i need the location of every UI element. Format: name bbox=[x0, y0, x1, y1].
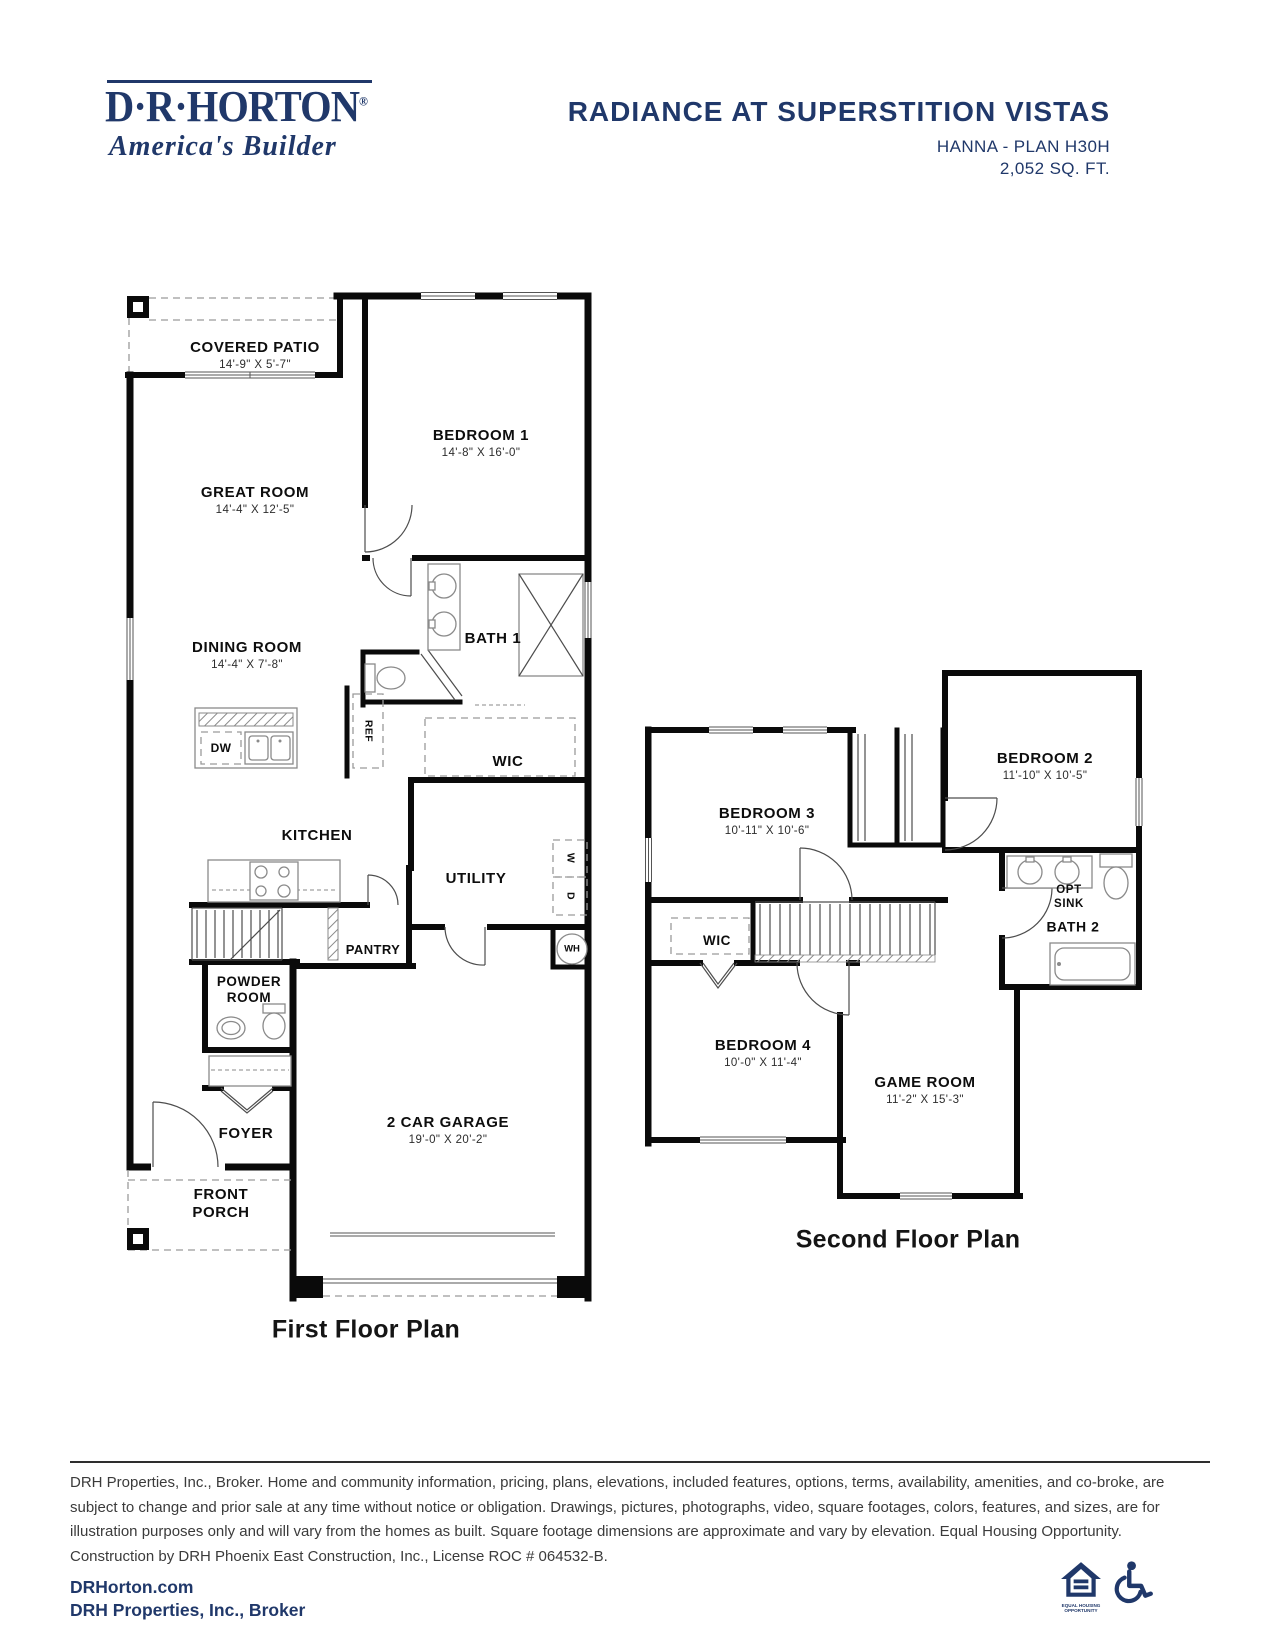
eho-caption-line1: EQUAL HOUSING bbox=[1061, 1603, 1101, 1608]
pantry-door-hatch bbox=[327, 907, 339, 961]
room-label-bath1: BATH 1 bbox=[464, 630, 522, 647]
equal-housing-opportunity-icon: EQUAL HOUSING OPPORTUNITY bbox=[1058, 1562, 1104, 1613]
doors bbox=[152, 504, 486, 1168]
room-label-foyer: FOYER bbox=[218, 1125, 274, 1142]
drhorton-logo: D·R·HORTON® America's Builder bbox=[105, 80, 385, 163]
plan-subtitle: HANNA - PLAN H30H 2,052 SQ. FT. bbox=[568, 136, 1110, 180]
wic-outline bbox=[424, 704, 576, 777]
plan-name: HANNA - PLAN H30H bbox=[936, 137, 1110, 156]
kitchen-island bbox=[194, 707, 298, 769]
logo-wordmark: D·R·HORTON® bbox=[105, 82, 368, 131]
room-label-kitchen: KITCHEN bbox=[281, 827, 353, 844]
label-dryer: D bbox=[564, 892, 577, 900]
room-label-powder-room: POWDER ROOM bbox=[216, 973, 282, 1005]
label-dishwasher: DW bbox=[210, 740, 232, 755]
stairs bbox=[191, 907, 283, 961]
first-floor-caption: First Floor Plan bbox=[271, 1315, 461, 1344]
covered-patio-outline bbox=[127, 296, 337, 372]
registered-mark: ® bbox=[359, 93, 368, 109]
second-floor-drawing bbox=[645, 670, 1143, 1200]
room-label-pantry: PANTRY bbox=[345, 942, 401, 958]
footer-divider bbox=[70, 1461, 1210, 1463]
logo-tagline: America's Builder bbox=[109, 131, 337, 163]
eho-caption-line2: OPPORTUNITY bbox=[1064, 1608, 1098, 1613]
range-counter bbox=[207, 859, 341, 903]
room-label-wic2: WIC bbox=[702, 932, 732, 948]
website-link[interactable]: DRHorton.com bbox=[70, 1577, 194, 1597]
label-washer: W bbox=[564, 852, 577, 864]
label-opt-sink: OPT SINK bbox=[1054, 884, 1084, 910]
first-floor-drawing bbox=[125, 291, 592, 1302]
stairs bbox=[754, 901, 936, 963]
label-refrigerator: REF bbox=[362, 719, 375, 743]
room-label-front-porch: FRONT PORCH bbox=[192, 1186, 250, 1221]
eho-house-glyph bbox=[1061, 1562, 1101, 1597]
community-title: RADIANCE AT SUPERSTITION VISTAS bbox=[567, 96, 1110, 127]
coat-closet bbox=[208, 1055, 292, 1087]
closet-lines bbox=[857, 734, 913, 841]
disclaimer-text: DRH Properties, Inc., Broker. Home and c… bbox=[70, 1474, 1165, 1565]
broker-line: DRH Properties, Inc., Broker bbox=[70, 1600, 306, 1620]
windows bbox=[126, 291, 592, 680]
room-label-wic: WIC bbox=[492, 753, 524, 770]
front-porch-outline bbox=[127, 1170, 295, 1251]
accessibility-icon bbox=[1112, 1560, 1158, 1611]
label-water-heater: WH bbox=[564, 943, 580, 955]
windows bbox=[645, 726, 1143, 1200]
square-footage: 2,052 SQ. FT. bbox=[999, 159, 1110, 178]
bath2-fixtures bbox=[1006, 853, 1136, 986]
logo-rule bbox=[107, 80, 372, 83]
laundry-appliances bbox=[552, 839, 588, 965]
interior-walls bbox=[645, 727, 1142, 990]
footer-links: DRHorton.com DRH Properties, Inc., Broke… bbox=[70, 1576, 305, 1622]
refrigerator-outline bbox=[352, 693, 384, 769]
title-block: RADIANCE AT SUPERSTITION VISTAS HANNA - … bbox=[568, 96, 1110, 180]
room-label-bath2: BATH 2 bbox=[1046, 918, 1100, 935]
bath1-fixtures bbox=[364, 563, 584, 693]
interior-walls bbox=[151, 293, 591, 1174]
wheelchair-glyph bbox=[1114, 1561, 1153, 1604]
room-label-utility: UTILITY bbox=[445, 870, 507, 887]
garage-door bbox=[293, 1232, 587, 1298]
wic2-outline bbox=[670, 917, 750, 955]
second-floor-caption: Second Floor Plan bbox=[795, 1225, 1021, 1254]
powder-room-fixtures bbox=[216, 1003, 286, 1040]
